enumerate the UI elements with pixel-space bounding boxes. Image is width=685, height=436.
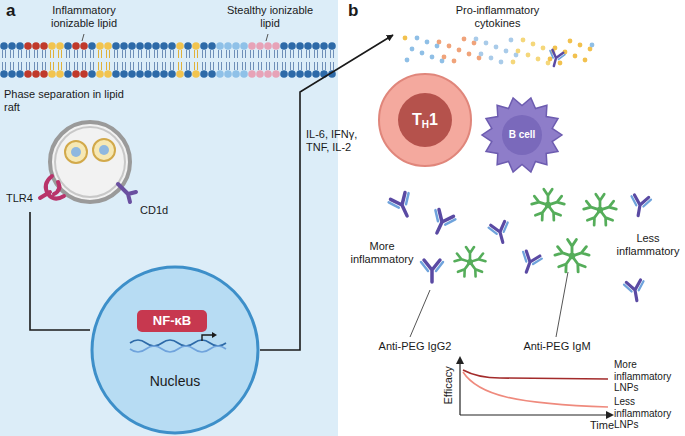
receptor-label: CD1d xyxy=(140,204,180,217)
node-label: B cell xyxy=(509,129,536,141)
series-label: More inflammatory LNPs xyxy=(614,359,684,394)
endosome xyxy=(40,122,136,202)
th1-cell: TH1 xyxy=(377,72,473,168)
subscript-text: H xyxy=(422,119,429,130)
node-label: NF-κB xyxy=(153,314,191,329)
nucleus-circle: Nucleus NF-κB xyxy=(90,265,260,435)
leader-line xyxy=(410,290,430,337)
cytokine-dots xyxy=(403,36,595,66)
transcription-factor-box: NF-κB xyxy=(137,310,207,332)
axis-label: Efficacy xyxy=(442,356,455,414)
edge-label: IL-6, IFNγ, TNF, IL-2 xyxy=(306,128,368,153)
lipid-label: Inflammatory ionizable lipid xyxy=(36,4,132,29)
series-label: Less inflammatory LNPs xyxy=(614,396,684,431)
region-label: Phase separation in lipid raft xyxy=(4,88,132,113)
nucleus-circle-outline xyxy=(90,265,260,435)
node-label: Nucleus xyxy=(150,373,201,389)
group-label: More inflammatory xyxy=(346,240,418,265)
cytokine-group: Pro-inflammatory cytokines xyxy=(395,4,600,66)
antibody-label: Anti-PEG IgG2 xyxy=(370,340,460,353)
panel-letter: a xyxy=(6,1,26,21)
group-label: Less inflammatory xyxy=(612,232,684,257)
leader-line xyxy=(266,34,268,41)
receptor-label: TLR4 xyxy=(6,192,46,205)
cell-name: TH1 xyxy=(412,111,438,130)
lipid-label: Stealthy ionizable lipid xyxy=(218,4,322,29)
leader-line xyxy=(82,34,84,41)
panel-letter: b xyxy=(348,1,368,21)
node-label: Pro-inflammatory cytokines xyxy=(446,4,550,29)
lipid-membrane xyxy=(0,42,336,78)
panel-background xyxy=(0,0,338,436)
signal-arrow xyxy=(260,35,393,350)
cell-label: 1 xyxy=(429,111,438,128)
b-cell: B cell xyxy=(476,94,568,176)
signal-line xyxy=(30,212,90,330)
cell-label: T xyxy=(412,111,422,128)
leader-line xyxy=(556,272,568,337)
antibody-label: Anti-PEG IgM xyxy=(512,340,602,353)
efficacy-chart xyxy=(456,356,614,419)
